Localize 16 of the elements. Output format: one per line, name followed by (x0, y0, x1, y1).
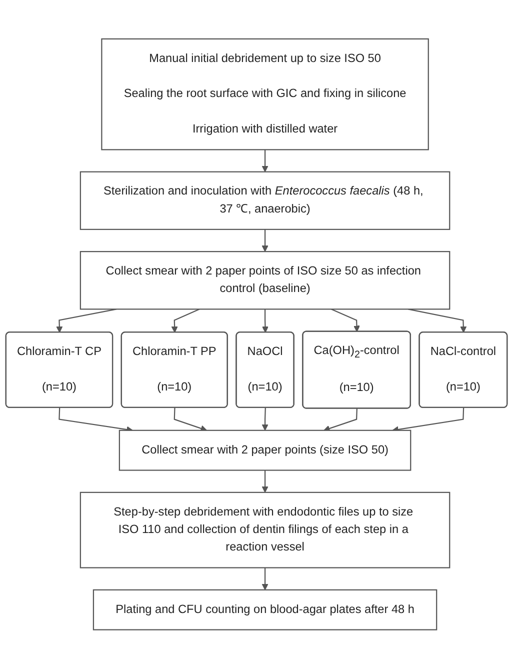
node-box: Step-by-step debridement with endodontic files up to size ISO 110 and collection of dentin filings of each step in a reaction vessel (80, 492, 450, 568)
arrow (262, 470, 268, 493)
arrow (262, 408, 268, 431)
arrow (262, 568, 268, 590)
arrow (262, 230, 268, 252)
node-box: Collect smear with 2 paper points (size ISO 50) (118, 430, 412, 471)
arrow (171, 308, 200, 333)
arrow (174, 408, 208, 432)
node-box: Collect smear with 2 paper points of ISO size 50 as infection control (baseline) (80, 251, 450, 310)
node-box: Plating and CFU counting on blood-agar plates after 48 h (92, 590, 438, 630)
arrow (330, 308, 360, 332)
arrow (324, 408, 358, 432)
node-box: Manual initial debridement up to size ISO 50 Sealing the root surface with GIC and fixing in silicone Irrigation with distilled water (101, 38, 429, 150)
arrow (262, 309, 268, 333)
node-box: Sterilization and inoculation with Enterococcus faecalis (48 h, 37 ℃, anaerobic) (80, 171, 450, 230)
arrow (262, 150, 268, 172)
